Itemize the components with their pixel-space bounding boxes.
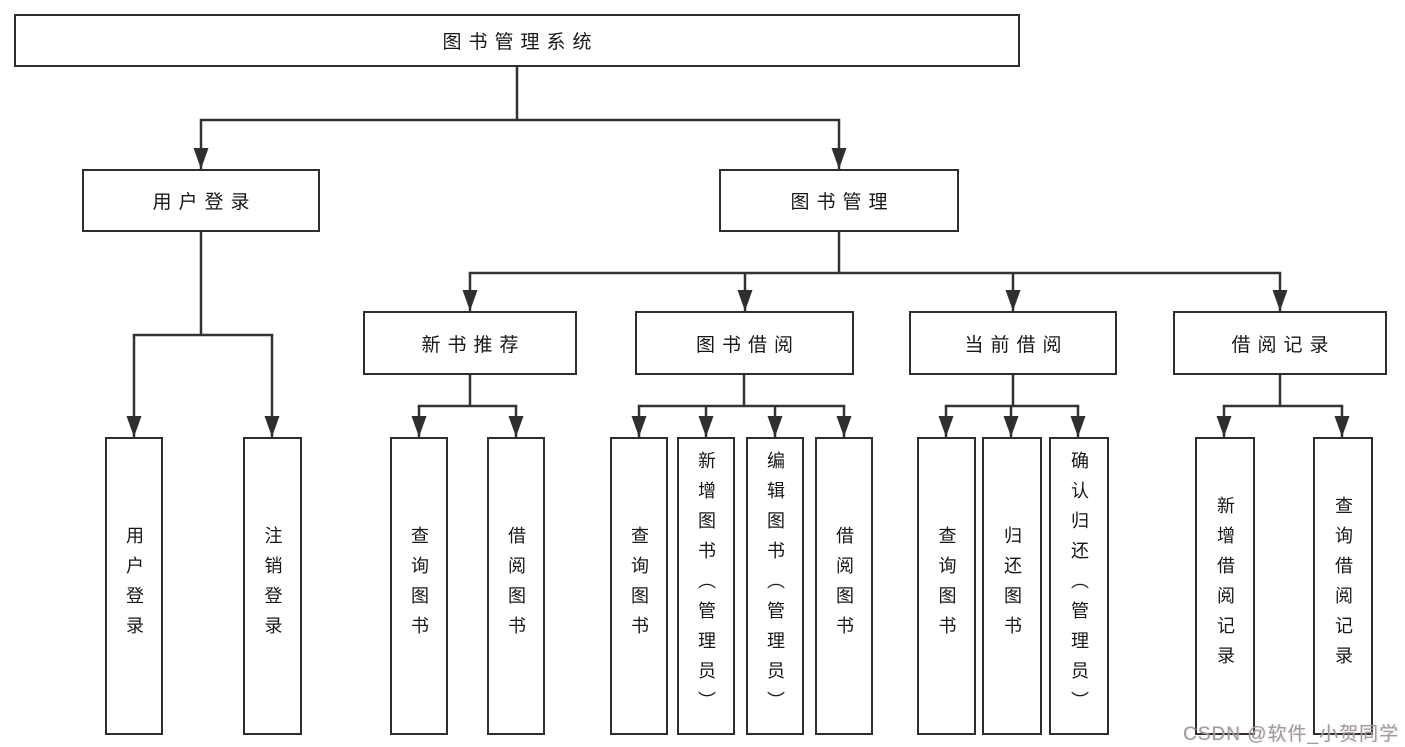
leaf-query-borrow-record: 查询借阅记录 [1313, 437, 1373, 735]
leaf-label: 借阅图书 [834, 526, 854, 646]
leaf-label: 用户登录 [124, 526, 144, 646]
node-new-book-recommendation: 新书推荐 [363, 311, 577, 375]
leaf-label: 查询借阅记录 [1333, 496, 1353, 676]
node-borrowing-records: 借阅记录 [1173, 311, 1387, 375]
connector-borrowing-records-children [1216, 375, 1350, 437]
connector-book-management-children [462, 232, 1288, 311]
node-book-borrowing: 图书借阅 [635, 311, 854, 375]
node-label: 图书管理系统 [442, 32, 599, 53]
leaf-label: 归还图书 [1002, 526, 1022, 646]
node-current-borrowing: 当前借阅 [909, 311, 1117, 375]
leaf-label: 新增借阅记录 [1215, 496, 1235, 676]
leaf-label: 编辑图书（管理员） [765, 451, 785, 721]
csdn-watermark: CSDN @软件_小贺同学 [1183, 724, 1399, 745]
node-label: 图书借阅 [695, 334, 800, 356]
leaf-confirm-return-admin: 确认归还（管理员） [1049, 437, 1109, 735]
node-label: 当前借阅 [964, 334, 1069, 356]
leaf-borrow-books-recommend: 借阅图书 [487, 437, 545, 735]
connector-new-book-recommendation-children [411, 375, 524, 437]
connector-user-login-children [126, 232, 280, 437]
leaf-add-borrow-record: 新增借阅记录 [1195, 437, 1255, 735]
connector-book-borrowing-children [631, 375, 852, 437]
node-label: 图书管理 [790, 192, 895, 213]
leaf-edit-book-admin: 编辑图书（管理员） [746, 437, 804, 735]
leaf-query-books-current: 查询图书 [917, 437, 976, 735]
node-user-login: 用户登录 [82, 169, 320, 232]
node-book-management: 图书管理 [719, 169, 959, 232]
node-label: 新书推荐 [421, 334, 526, 356]
leaf-label: 查询图书 [936, 526, 957, 646]
node-root-library-management-system: 图书管理系统 [14, 14, 1020, 67]
leaf-user-login: 用户登录 [105, 437, 163, 735]
leaf-label: 借阅图书 [506, 526, 526, 646]
node-label: 借阅记录 [1231, 334, 1336, 356]
connector-root-to-level2 [193, 67, 847, 169]
leaf-add-book-admin: 新增图书（管理员） [677, 437, 735, 735]
leaf-query-books-recommend: 查询图书 [390, 437, 448, 735]
leaf-label: 新增图书（管理员） [696, 451, 716, 721]
node-label: 用户登录 [152, 192, 257, 213]
leaf-return-books: 归还图书 [982, 437, 1042, 735]
leaf-label: 注销登录 [262, 526, 283, 646]
leaf-logout: 注销登录 [243, 437, 302, 735]
leaf-borrow-books-borrowing: 借阅图书 [815, 437, 873, 735]
leaf-label: 确认归还（管理员） [1069, 451, 1089, 721]
leaf-query-books-borrowing: 查询图书 [610, 437, 668, 735]
leaf-label: 查询图书 [629, 526, 649, 646]
connector-current-borrowing-children [938, 375, 1086, 437]
leaf-label: 查询图书 [409, 526, 429, 646]
